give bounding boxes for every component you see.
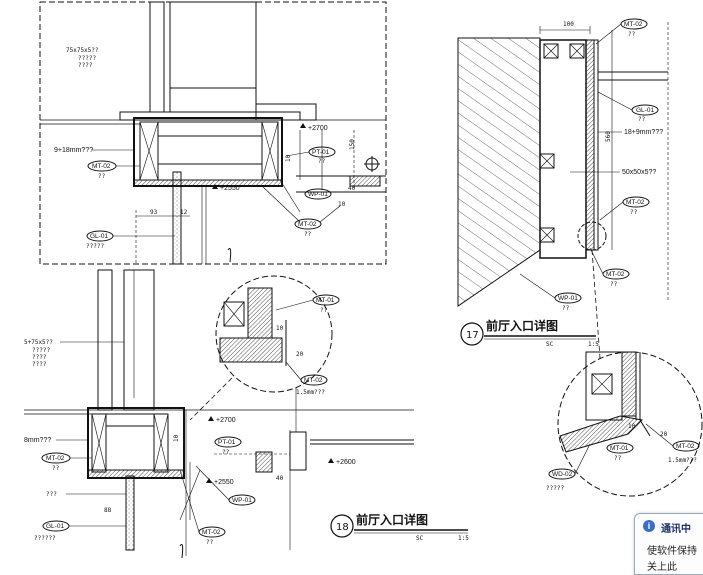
detail-number-circle [330, 514, 354, 538]
dim-text: 12 [180, 209, 188, 216]
notification-popup[interactable]: i 通讯中 使软件保持 关上此 [634, 513, 703, 575]
dim-text: 10 [173, 434, 180, 442]
tag-note: ????? [86, 243, 104, 250]
tag-bubble [214, 436, 242, 448]
wp01-tag: WP-01 [232, 497, 252, 504]
tile-sub: ????? [32, 347, 50, 354]
right-zoom-detail: 10 20 MT-01 ?? WD-02 ????? MT-02 1.5mm??… [546, 351, 703, 497]
right-detail: 100 MT-02 ?? GL-01 ?? 18+9mm??? 50x50x5?… [457, 18, 703, 497]
tag-bubble [294, 218, 322, 230]
bottom-left-detail: 10 20 MT-01 ?? MT-02 1.5mm??? 5+75x5?? ?… [24, 269, 469, 559]
tag-note: ?? [638, 116, 646, 123]
mt02-tag: MT-02 [202, 529, 221, 536]
glass-spec: 9+18mm??? [54, 147, 93, 154]
detail-number: 17 [466, 330, 479, 341]
dim-text: 560 [605, 131, 612, 142]
top-left-detail: 75x75x5?? ????? ???? 9+18mm??? MT-02 ?? … [39, 1, 387, 265]
scale: 1:5 [588, 341, 599, 348]
tag-note: ?????? [34, 535, 56, 542]
detail-number-circle [460, 322, 484, 346]
tag-note: ?? [628, 31, 636, 38]
tile-spec: 5+75x5?? [24, 339, 53, 346]
dim-text: 20 [660, 431, 668, 438]
tile-spec: 75x75x5?? [66, 47, 99, 54]
tile-sub: ????? [78, 55, 96, 62]
tag-note: ??? [46, 491, 57, 498]
mt02-tag: MT-02 [298, 221, 317, 228]
dim-text: 20 [296, 351, 304, 358]
tag-bubble [606, 442, 634, 454]
detail-title: 前厅入口详图 [356, 512, 428, 527]
tile-sub: ???? [32, 361, 47, 368]
detail-number: 18 [336, 522, 349, 533]
dim-text: 88 [104, 507, 112, 514]
tag-note: ?? [320, 307, 328, 314]
dim-text: 100 [563, 21, 574, 28]
glass-spec: 8mm??? [24, 437, 51, 444]
dim-text: 40 [276, 475, 284, 482]
elevation-2700: +2700 [308, 125, 328, 132]
scale: 1:5 [458, 535, 469, 542]
mt01-tag: MT-01 [316, 297, 335, 304]
thickness-note: 1.5mm??? [296, 389, 325, 396]
elevation-2600: +2600 [336, 459, 356, 466]
wp01-tag: WP-01 [308, 191, 328, 198]
notification-title: 通讯中 [661, 524, 691, 535]
tag-note: ????? [546, 485, 564, 492]
tube-spec: 50x50x5?? [622, 169, 656, 176]
mt02-tag: MT-02 [624, 21, 643, 28]
dim-text: 93 [150, 209, 158, 216]
thickness-note: 1.5mm??? [668, 457, 697, 464]
gl01-tag: GL-01 [636, 107, 654, 114]
tile-sub: ???? [78, 62, 93, 69]
tag-note: ?? [318, 158, 326, 165]
dim-text: 10 [338, 201, 346, 208]
info-icon: i [643, 520, 655, 532]
notification-body-2: 关上此 [647, 562, 677, 573]
notification-body: 使软件保持 [647, 546, 697, 557]
dim-text: 10 [276, 325, 284, 332]
gl01-tag: GL-01 [46, 523, 64, 530]
scale-code: SC [546, 341, 554, 348]
tag-note: ?? [614, 455, 622, 462]
tile-sub: ???? [32, 354, 47, 361]
tag-note: ?? [562, 305, 570, 312]
elevation-2550: +2550 [220, 185, 240, 192]
dim-text: 150 [349, 139, 356, 150]
mt02-tag: MT-02 [676, 443, 695, 450]
mt02-tag: MT-02 [46, 455, 65, 462]
tag-note: ?? [206, 539, 214, 546]
tag-bubble [304, 188, 332, 200]
detail-title: 前厅入口详图 [486, 318, 558, 333]
elevation-2700: +2700 [216, 417, 236, 424]
pt01-tag: PT-01 [312, 149, 330, 156]
mt02-tag: MT-02 [304, 377, 323, 384]
dim-text: 10 [285, 154, 292, 162]
tag-note: ?? [222, 449, 230, 456]
tag-note: ?? [610, 281, 618, 288]
tag-note: ?? [98, 173, 106, 180]
viewport-frame [39, 1, 387, 265]
mt01-tag: MT-01 [610, 445, 629, 452]
tag-note: ?? [630, 209, 638, 216]
bottom-zoom-detail: 10 20 MT-01 ?? MT-02 1.5mm??? [215, 275, 340, 396]
mt02-tag: MT-02 [626, 199, 645, 206]
wp01-tag: WP-01 [558, 295, 578, 302]
mt02-tag: MT-02 [92, 163, 111, 170]
gl01-tag: GL-01 [90, 233, 108, 240]
tag-note: ?? [304, 231, 312, 238]
pt01-tag: PT-01 [218, 439, 236, 446]
elevation-2550: +2550 [214, 479, 234, 486]
dim-text: 40 [348, 185, 356, 192]
wd02-tag: WD-02 [552, 471, 573, 478]
tag-note: ?? [52, 465, 60, 472]
mt02-tag: MT-02 [606, 271, 625, 278]
glass-spec: 18+9mm??? [624, 129, 663, 136]
scale-code: SC [416, 535, 424, 542]
dim-text: 10 [628, 423, 636, 430]
